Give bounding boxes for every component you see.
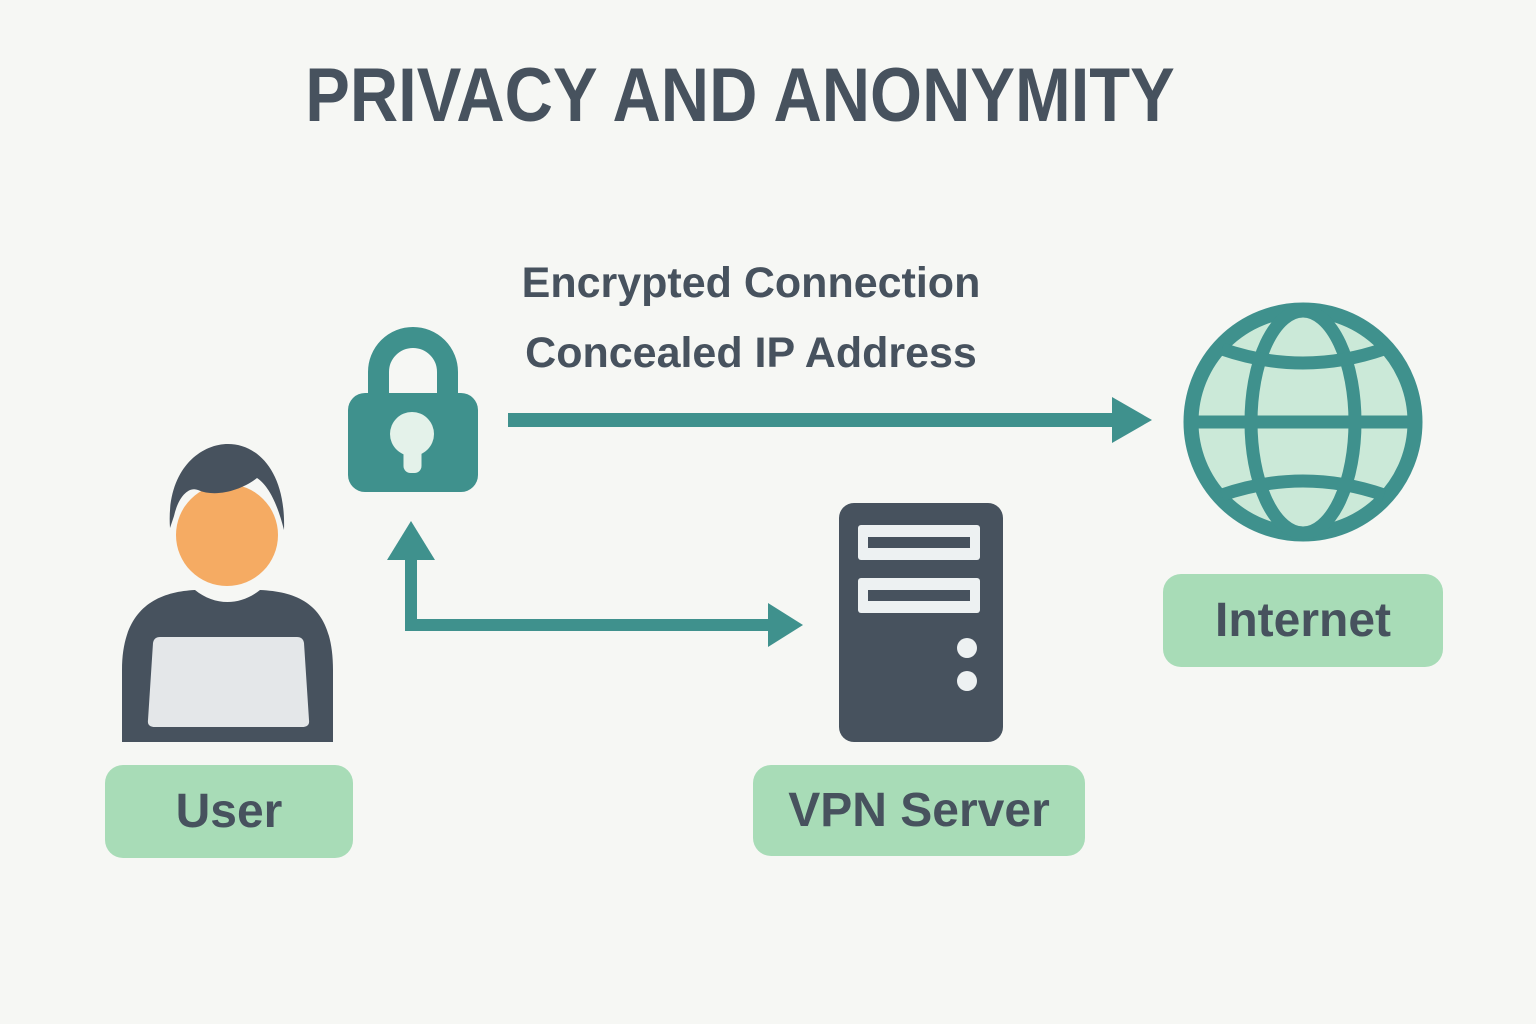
encrypted-connection-note: Encrypted Connection Concealed IP Addres… [421,248,1081,388]
arrow-shaft-vertical [405,560,417,631]
globe-icon [1183,302,1423,542]
globe-latitude-north [1219,342,1387,370]
server-tower-icon [839,503,1003,742]
arrow-head-right-icon [768,603,803,647]
note-line-2: Concealed IP Address [525,329,977,377]
vpn-server-label: VPN Server [788,784,1050,837]
laptop [147,637,310,727]
user-vpn-arrow [387,521,803,647]
person-hair [169,444,285,530]
arrow-shaft [508,413,1114,427]
page-title: PRIVACY AND ANONYMITY [305,53,1175,138]
arrow-head-up-icon [387,521,435,560]
internet-label: Internet [1214,594,1391,647]
padlock-keyhole [390,412,434,456]
server-drive-slot [868,537,970,548]
encrypted-connection-arrow [508,397,1152,443]
padlock-keyhole-stem [403,442,422,473]
server-led [957,671,977,691]
globe-latitude-south [1219,474,1387,502]
internet-label-badge: Internet [1163,574,1443,667]
padlock-icon [348,327,478,492]
arrow-shaft-horizontal [405,619,768,631]
user-label: User [175,785,283,838]
server-drive-slot [868,590,970,601]
padlock-shackle [368,327,458,406]
user-label-badge: User [105,765,353,858]
person-at-laptop-icon [122,444,333,742]
arrow-head-right-icon [1112,397,1152,443]
note-line-1: Encrypted Connection [521,259,981,307]
server-led [957,638,977,658]
person-face [176,484,278,586]
vpn-server-label-badge: VPN Server [753,765,1085,856]
